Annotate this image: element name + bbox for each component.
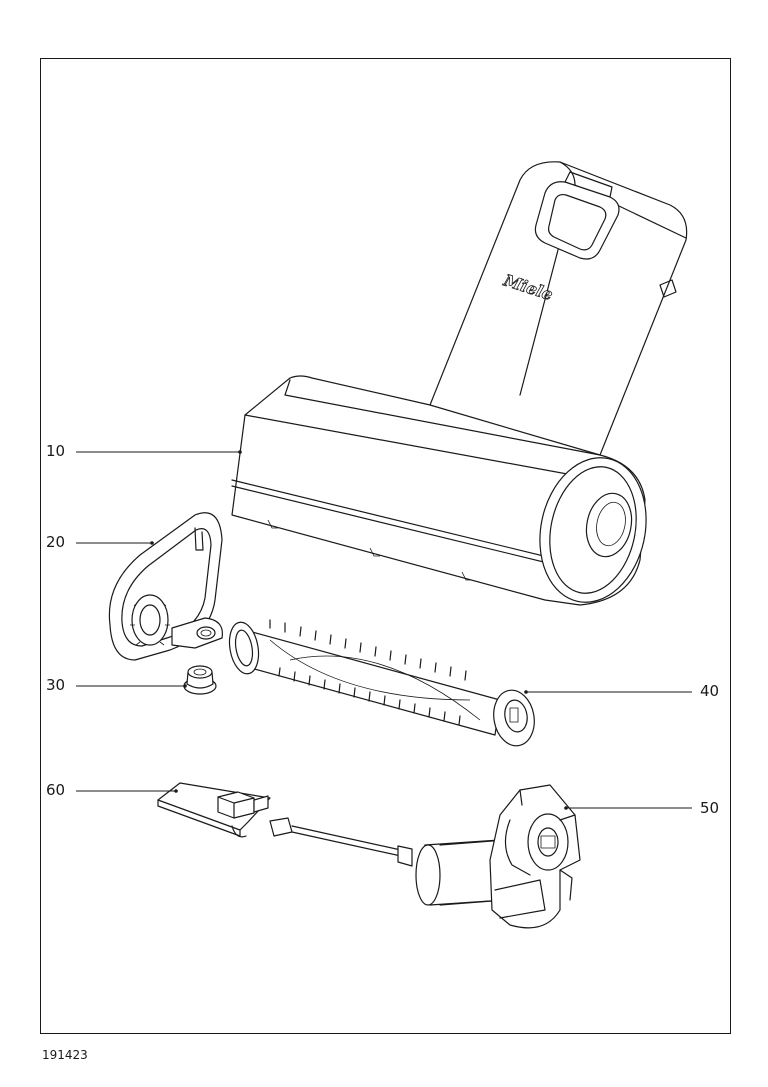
part-20-side-cover [108, 512, 223, 661]
callout-20: 20 [46, 533, 154, 551]
callout-60: 60 [46, 781, 178, 799]
callout-label: 60 [46, 781, 65, 799]
part-60-circuit-board [157, 782, 271, 838]
drawing-number: 191423 [42, 1048, 88, 1062]
part-40-brush-roll [228, 619, 535, 747]
callout-label: 10 [46, 442, 65, 460]
callout-10: 10 [46, 442, 242, 460]
callout-label: 20 [46, 533, 65, 551]
callout-30: 30 [46, 676, 187, 694]
callout-label: 40 [700, 682, 719, 700]
callout-label: 30 [46, 676, 65, 694]
part-50-motor-unit [269, 784, 581, 929]
part-10-housing: Miele [231, 161, 688, 606]
part-30-bearing [183, 665, 217, 695]
callout-40: 40 [524, 682, 719, 700]
callout-50: 50 [564, 799, 719, 817]
callout-label: 50 [700, 799, 719, 817]
drawing-frame [40, 58, 731, 1034]
